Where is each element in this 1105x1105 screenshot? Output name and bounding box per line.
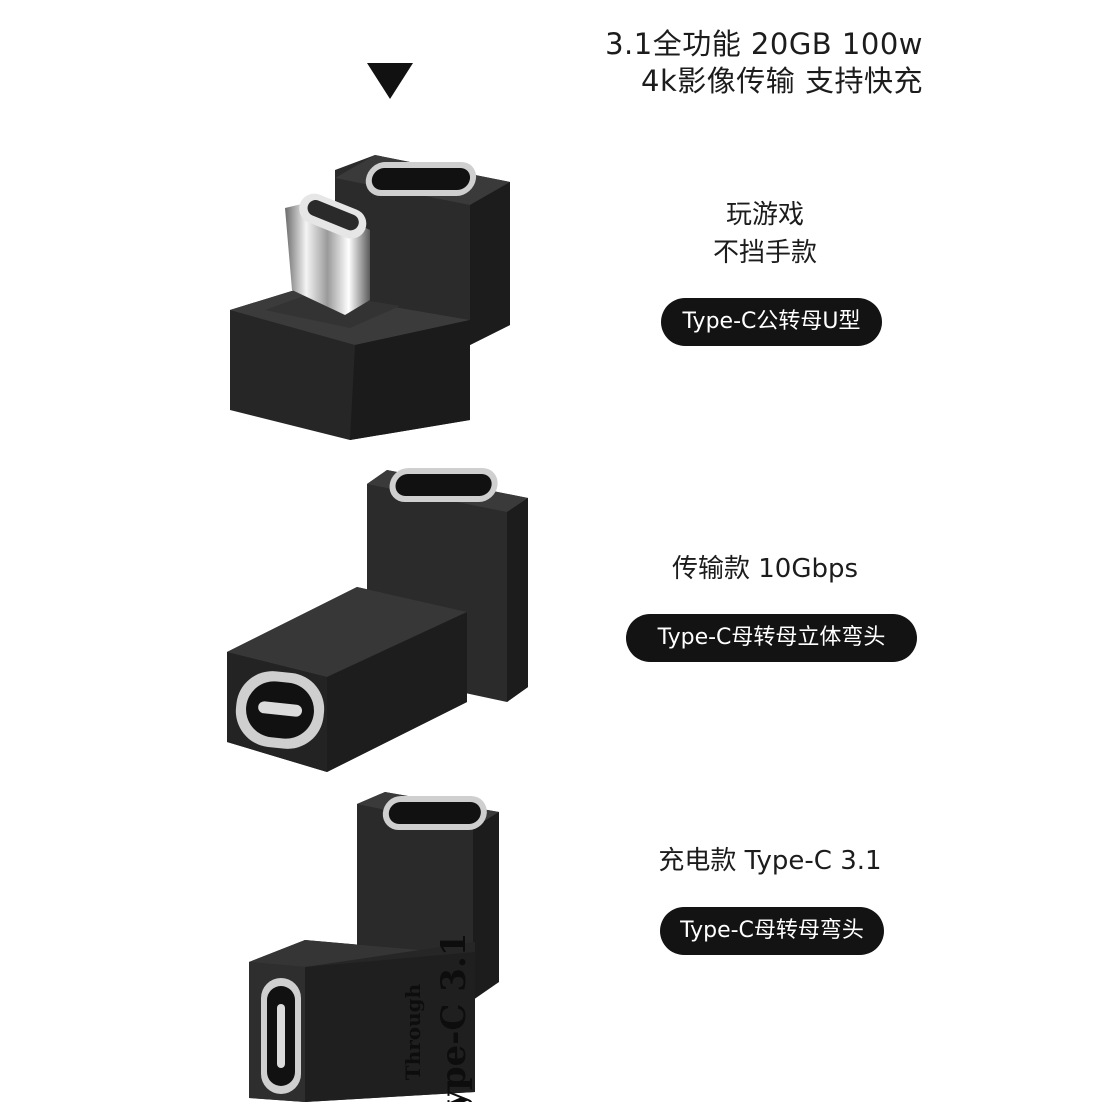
product-2-caption-line-1: 传输款 10Gbps	[671, 554, 859, 584]
elbow-3d-adapter-image	[227, 468, 528, 772]
product-2-badge: Type-C母转母立体弯头	[626, 614, 917, 662]
down-arrow-icon	[367, 63, 413, 99]
headline-line-2: 4k影像传输 支持快充	[641, 64, 923, 98]
headline-line-1: 3.1全功能 20GB 100w	[605, 27, 923, 61]
embossed-type-c-label: Type-C 3.1	[434, 933, 474, 1102]
product-2-caption: 传输款 10Gbps	[640, 550, 890, 588]
product-1-caption-line-1: 玩游戏	[725, 200, 804, 230]
embossed-through-label: Through	[401, 983, 425, 1080]
product-1-badge: Type-C公转母U型	[661, 298, 882, 346]
elbow-adapter-image: Type-C 3.1 Through	[249, 792, 499, 1102]
u-shape-adapter-image	[230, 155, 510, 440]
product-3-caption: 充电款 Type-C 3.1	[620, 842, 920, 880]
product-1-caption-line-2: 不挡手款	[712, 238, 817, 268]
product-3-caption-line-1: 充电款 Type-C 3.1	[658, 846, 882, 876]
product-3-badge: Type-C母转母弯头	[660, 907, 884, 955]
product-1-caption: 玩游戏 不挡手款	[640, 196, 890, 272]
headline: 3.1全功能 20GB 100w 4k影像传输 支持快充	[605, 26, 923, 100]
